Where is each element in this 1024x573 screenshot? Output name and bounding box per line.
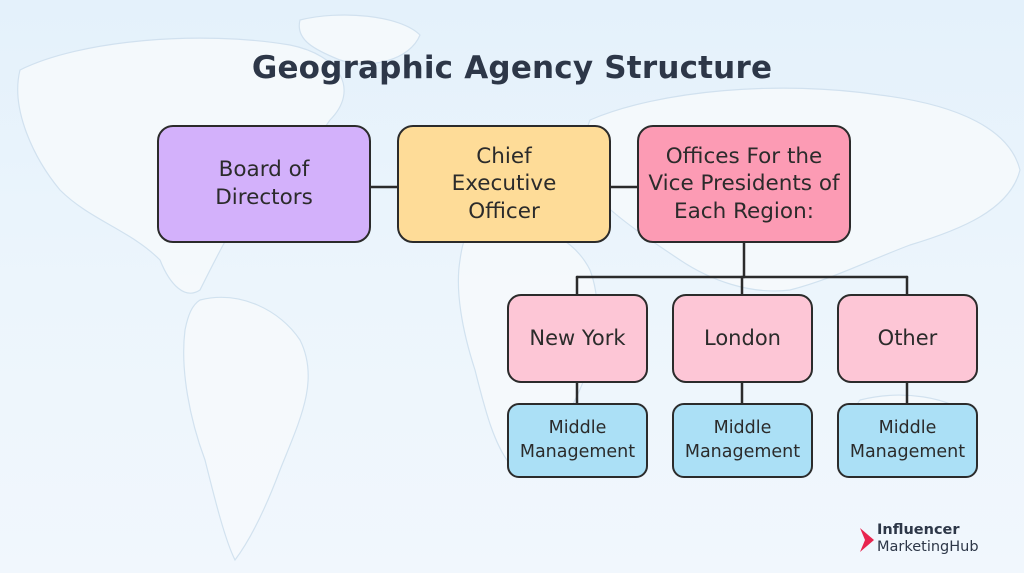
node-other-label: Other bbox=[877, 326, 938, 351]
node-mm3-label: Middle Management bbox=[849, 417, 966, 462]
node-board-label: Board of Directors bbox=[215, 157, 313, 210]
node-middle-management-other: Middle Management bbox=[837, 403, 978, 478]
node-mm1-label: Middle Management bbox=[519, 417, 636, 462]
node-middle-management-london: Middle Management bbox=[672, 403, 813, 478]
node-new-york-label: New York bbox=[529, 326, 626, 351]
node-chief-executive-officer: Chief Executive Officer bbox=[397, 125, 611, 243]
node-london: London bbox=[672, 294, 813, 383]
brand-logo: Influencer MarketingHub bbox=[860, 522, 1000, 558]
logo-line-1: Influencer bbox=[877, 522, 960, 538]
node-board-of-directors: Board of Directors bbox=[157, 125, 371, 243]
node-vice-presidents-offices: Offices For the Vice Presidents of Each … bbox=[637, 125, 851, 243]
node-middle-management-new-york: Middle Management bbox=[507, 403, 648, 478]
node-ceo-label: Chief Executive Officer bbox=[451, 143, 557, 224]
node-other: Other bbox=[837, 294, 978, 383]
node-vp-label: Offices For the Vice Presidents of Each … bbox=[648, 143, 840, 224]
diagram-title: Geographic Agency Structure bbox=[251, 50, 773, 86]
logo-line-2: MarketingHub bbox=[877, 539, 979, 555]
influencer-marketing-hub-logo-icon bbox=[860, 528, 874, 552]
node-london-label: London bbox=[704, 326, 781, 351]
node-mm2-label: Middle Management bbox=[684, 417, 801, 462]
node-new-york: New York bbox=[507, 294, 648, 383]
